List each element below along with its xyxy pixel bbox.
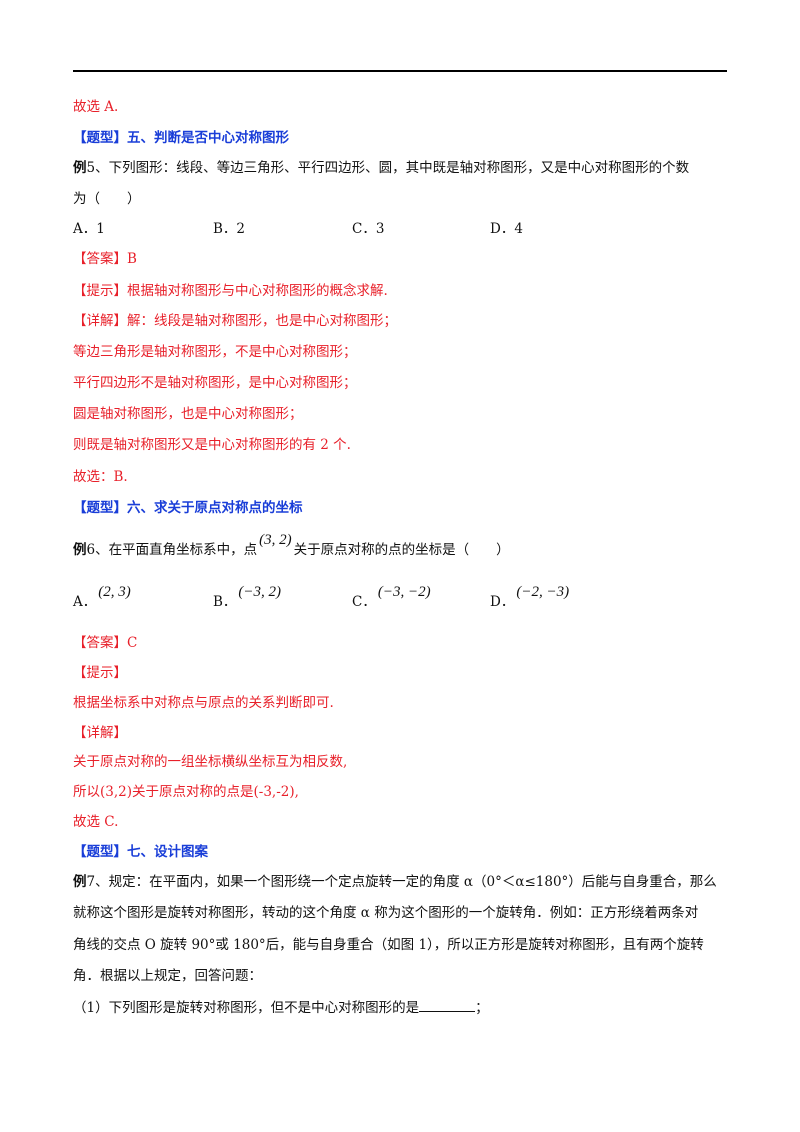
q6-conclusion: 故选 C. [73,814,119,830]
question-7-line4: 角．根据以上规定，回答问题： [73,968,262,984]
q5-detail-1: 【详解】解：线段是轴对称图形，也是中心对称图形； [73,313,397,329]
q5-detail-5: 则既是轴对称图形又是中心对称图形的有 2 个. [73,437,351,453]
q5-option-a: A．1 [73,221,105,237]
q5-detail-4: 圆是轴对称图形，也是中心对称图形； [73,406,303,422]
question-7-line2: 就称这个图形是旋转对称图形，转动的这个角度 α 称为这个图形的一个旋转角．例如：… [73,905,699,921]
question-7-sub1: （1）下列图形是旋转对称图形，但不是中心对称图形的是； [73,997,489,1018]
q6-option-a: A．(2, 3) [73,584,131,610]
question-5-line1: 例5、下列图形：线段、等边三角形、平行四边形、圆，其中既是轴对称图形，又是中心对… [73,160,690,176]
q6-answer: 【答案】C [73,635,138,651]
q5-detail-3: 平行四边形不是轴对称图形，是中心对称图形； [73,375,357,391]
q6-option-d: D．(−2, −3) [490,584,570,610]
question-7-line3: 角线的交点 O 旋转 90°或 180°后，能与自身重合（如图 1），所以正方形… [73,937,704,953]
q6-detail-2: 所以(3,2)关于原点对称的点是(-3,-2), [73,784,299,800]
q6-hint: 根据坐标系中对称点与原点的关系判断即可. [73,695,334,711]
q5-option-d: D．4 [490,221,523,237]
header-rule [73,70,727,72]
answer-blank[interactable] [419,997,476,1012]
example-label: 例 [73,160,87,176]
section-heading-5: 【题型】五、判断是否中心对称图形 [73,130,289,146]
q5-conclusion: 故选：B. [73,469,128,485]
q5-option-c: C．3 [352,221,385,237]
q5-hint: 【提示】根据轴对称图形与中心对称图形的概念求解. [73,283,388,299]
section-heading-6: 【题型】六、求关于原点对称点的坐标 [73,500,303,516]
q5-option-b: B．2 [213,221,246,237]
q5-detail-2: 等边三角形是轴对称图形，不是中心对称图形； [73,344,357,360]
q5-answer: 【答案】B [73,251,137,267]
q6-hint-title: 【提示】 [73,665,127,681]
question-5-line2: 为（ ） [73,191,141,207]
question-7-line1: 例7、规定：在平面内，如果一个图形绕一个定点旋转一定的角度 α（0°＜α≤180… [73,874,717,890]
q6-option-b: B．(−3, 2) [213,584,282,610]
q6-point: (3, 2) [259,532,292,548]
q6-detail-1: 关于原点对称的一组坐标横纵坐标互为相反数, [73,754,348,770]
question-6: 例6、在平面直角坐标系中，点(3, 2)关于原点对称的点的坐标是（ ） [73,532,510,558]
section-heading-7: 【题型】七、设计图案 [73,844,208,860]
q6-option-c: C．(−3, −2) [352,584,431,610]
conclusion-prev: 故选 A. [73,99,119,115]
q6-detail-title: 【详解】 [73,725,127,741]
